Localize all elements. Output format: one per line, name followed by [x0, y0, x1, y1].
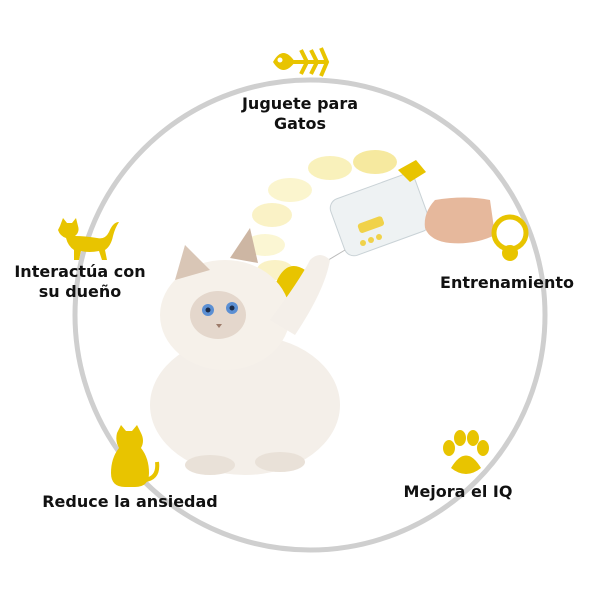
feature-toy-label: Juguete para Gatos	[241, 94, 359, 133]
sitting-cat-icon	[111, 425, 160, 487]
feature-toy: Juguete para Gatos	[230, 94, 370, 134]
feature-owner: Interactúa con su dueño	[10, 262, 150, 302]
feature-iq: Mejora el IQ	[393, 482, 523, 502]
feature-training-label: Entrenamiento	[440, 273, 574, 292]
kitten	[150, 228, 340, 475]
hand-shape	[424, 197, 495, 244]
paw-print-icon	[443, 430, 489, 474]
walking-cat-icon	[58, 218, 119, 260]
kitten-with-toy-image	[150, 150, 495, 475]
fish-bone-icon	[273, 47, 330, 77]
feature-iq-label: Mejora el IQ	[403, 482, 513, 501]
feature-training: Entrenamiento	[437, 273, 577, 293]
feature-anxiety: Reduce la ansiedad	[40, 492, 220, 512]
feature-anxiety-label: Reduce la ansiedad	[42, 492, 218, 511]
feature-owner-label: Interactúa con su dueño	[14, 262, 146, 301]
cat-collar-icon	[491, 214, 529, 261]
